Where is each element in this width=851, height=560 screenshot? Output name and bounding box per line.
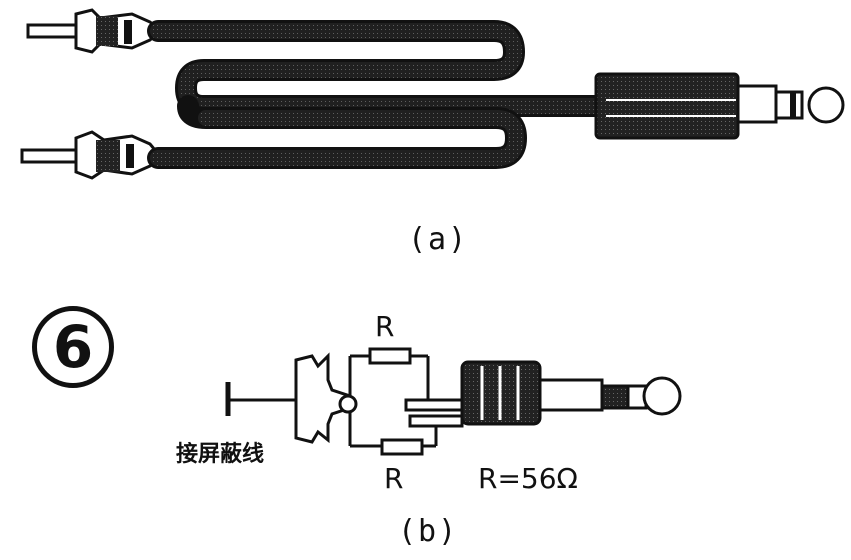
resistor-label-bottom: R: [384, 462, 404, 495]
phone-plug: [594, 72, 845, 140]
resistor-label-top: R: [375, 310, 395, 343]
caption-a: (a): [408, 222, 469, 257]
resistor-bottom: [380, 438, 424, 456]
resistance-value: R=56Ω: [478, 462, 578, 495]
rca-plug-top: [26, 8, 163, 54]
caption-b: (b): [398, 514, 459, 549]
rca-plug-bottom: [20, 130, 163, 180]
y-cable-drawing: [20, 8, 845, 180]
wiring-detail-drawing: [225, 347, 682, 456]
resistor-top: [368, 347, 412, 365]
figure-number-marker: 6: [32, 306, 114, 388]
shield-wire-label: 接屏蔽线: [176, 441, 265, 467]
